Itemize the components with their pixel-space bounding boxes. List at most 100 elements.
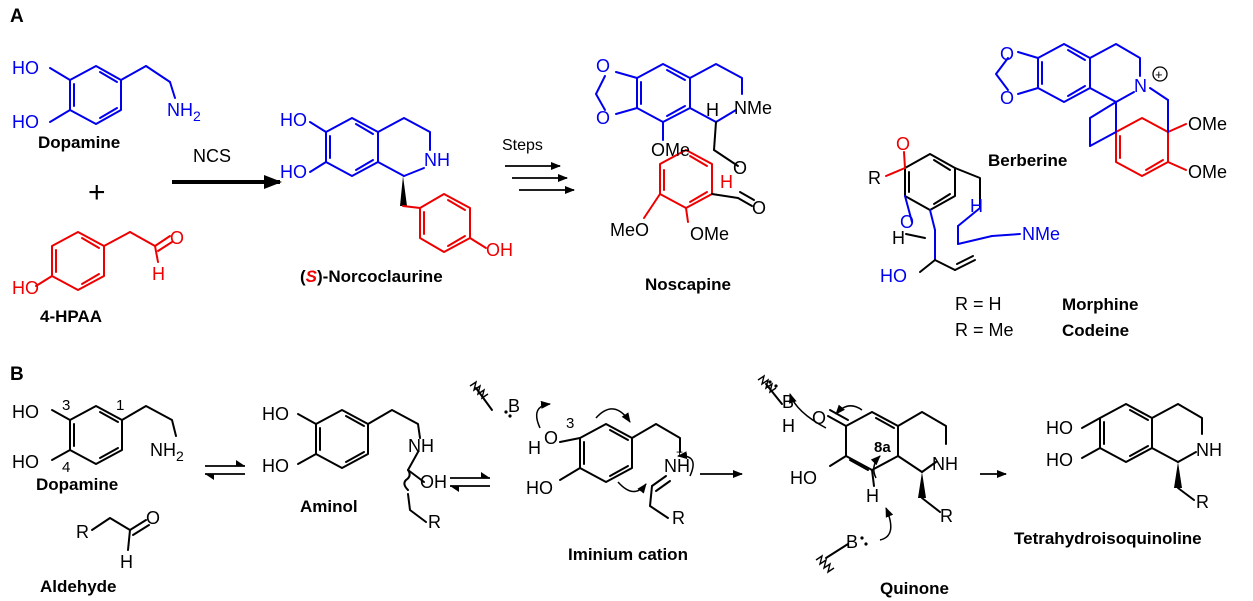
quinone-h2: H — [866, 486, 879, 506]
ncs-label: NCS — [193, 146, 231, 166]
noscapine-o2: O — [596, 108, 610, 128]
dopamine-b-amine: NH2 — [150, 440, 184, 464]
thiq-r: R — [1196, 492, 1209, 512]
norcoclaurine-ho-bottom: HO — [280, 162, 307, 182]
hpaa-h: H — [152, 264, 165, 284]
noscapine-structure: O O H NMe OMe O O H MeO OMe — [595, 56, 772, 244]
iminium-nh: NH — [664, 456, 690, 476]
berberine-name: Berberine — [988, 151, 1067, 170]
norcoclaurine-ho-top: HO — [280, 110, 307, 130]
iminium-name: Iminium cation — [568, 545, 688, 564]
iminium-r: R — [672, 508, 685, 528]
aminol-nh: NH — [408, 436, 434, 456]
panel-a-label: A — [10, 6, 24, 27]
quinone-ho: HO — [790, 468, 817, 488]
panel-b-label: B — [10, 364, 24, 385]
morphine-name: Morphine — [1062, 295, 1139, 314]
aminol-name: Aminol — [300, 497, 358, 516]
noscapine-ome1: OMe — [651, 140, 690, 160]
aldehyde-structure: R O H — [76, 508, 160, 572]
dopamine-b-num4: 4 — [62, 459, 70, 476]
morphine-h1: H — [892, 228, 905, 248]
norcoclaurine-nh: NH — [424, 150, 450, 170]
dopamine-a-ho-bottom: HO — [12, 112, 39, 132]
quinone-nh: NH — [932, 454, 958, 474]
dopamine-b-num3: 3 — [62, 397, 70, 414]
aldehyde-o: O — [146, 508, 160, 528]
quinone-structure: B H O 8a NH HO H R B — [757, 374, 958, 574]
noscapine-carbonyl-o: O — [752, 198, 766, 218]
noscapine-ome2: OMe — [690, 224, 729, 244]
noscapine-o-ring: O — [733, 158, 747, 178]
berberine-o2: O — [1000, 88, 1014, 108]
dopamine-b-name: Dopamine — [36, 475, 118, 494]
aminol-r: R — [428, 512, 441, 532]
quinone-r: R — [940, 506, 953, 526]
noscapine-h: H — [706, 100, 719, 120]
aldehyde-name: Aldehyde — [40, 577, 117, 596]
thiq-name: Tetrahydroisoquinoline — [1014, 529, 1202, 548]
aminol-ho-top: HO — [262, 404, 289, 424]
berberine-structure: O O N + OMe OMe — [995, 43, 1227, 182]
quinone-o: O — [812, 408, 826, 428]
berberine-n: N — [1134, 76, 1147, 96]
hpaa-structure: HO O H — [12, 228, 184, 298]
thiq-ho-top: HO — [1046, 418, 1073, 438]
hpaa-o: O — [170, 228, 184, 248]
noscapine-meo: MeO — [610, 220, 649, 240]
iminium-h: H — [528, 438, 541, 458]
dopamine-b-structure: HO HO 3 4 1 NH2 — [12, 397, 184, 476]
berberine-ome1: OMe — [1188, 114, 1227, 134]
morphine-h2: H — [970, 196, 983, 216]
iminium-b: B — [508, 396, 520, 416]
quinone-num8a: 8a — [874, 439, 891, 456]
morphine-o-ring: O — [900, 212, 914, 232]
dopamine-a-structure: HO HO NH2 — [12, 58, 201, 132]
berberine-ome2: OMe — [1188, 162, 1227, 182]
morphine-o-top: O — [896, 134, 910, 154]
aldehyde-h: H — [120, 552, 133, 572]
iminium-plus: + — [676, 445, 683, 459]
aldehyde-r: R — [76, 522, 89, 542]
plus-sign: + — [88, 176, 106, 209]
iminium-o: O — [544, 428, 558, 448]
aminol-ho-bottom: HO — [262, 456, 289, 476]
dopamine-b-ho-top: HO — [12, 402, 39, 422]
noscapine-h2: H — [720, 172, 733, 192]
dopamine-a-ho-top: HO — [12, 58, 39, 78]
norcoclaurine-name: (S)-Norcoclaurine — [300, 267, 443, 286]
morphine-structure: R O O H H NMe HO — [868, 134, 1060, 286]
dopamine-a-name: Dopamine — [38, 133, 120, 152]
norcoclaurine-structure: HO HO NH OH — [280, 110, 513, 260]
noscapine-o1: O — [596, 56, 610, 76]
dopamine-b-num1: 1 — [116, 397, 124, 414]
iminium-num3: 3 — [566, 415, 574, 432]
quinone-h1: H — [782, 416, 795, 436]
noscapine-nme: NMe — [734, 98, 772, 118]
morphine-r-h: R = H — [955, 294, 1002, 314]
thiq-structure: HO HO NH R — [1046, 403, 1222, 512]
quinone-b2: B — [846, 532, 858, 552]
aminol-structure: HO HO NH OH R — [262, 404, 447, 532]
iminium-structure: B H O 3 HO NH + R — [469, 380, 694, 528]
noscapine-name: Noscapine — [645, 275, 731, 294]
thiq-ho-bottom: HO — [1046, 450, 1073, 470]
berberine-o1: O — [1000, 44, 1014, 64]
hpaa-name: 4-HPAA — [40, 307, 102, 326]
steps-label: Steps — [502, 137, 543, 154]
aminol-oh: OH — [420, 472, 447, 492]
quinone-b1: B — [782, 392, 794, 412]
quinone-name: Quinone — [880, 579, 949, 598]
codeine-name: Codeine — [1062, 321, 1129, 340]
morphine-nme: NMe — [1022, 224, 1060, 244]
norcoclaurine-oh: OH — [486, 240, 513, 260]
codeine-r-me: R = Me — [955, 320, 1014, 340]
morphine-r: R — [868, 168, 881, 188]
hpaa-ho: HO — [12, 278, 39, 298]
dopamine-a-amine: NH2 — [167, 100, 201, 124]
iminium-ho: HO — [526, 478, 553, 498]
morphine-ho: HO — [880, 266, 907, 286]
dopamine-b-ho-bottom: HO — [12, 452, 39, 472]
berberine-charge: + — [1155, 67, 1163, 82]
